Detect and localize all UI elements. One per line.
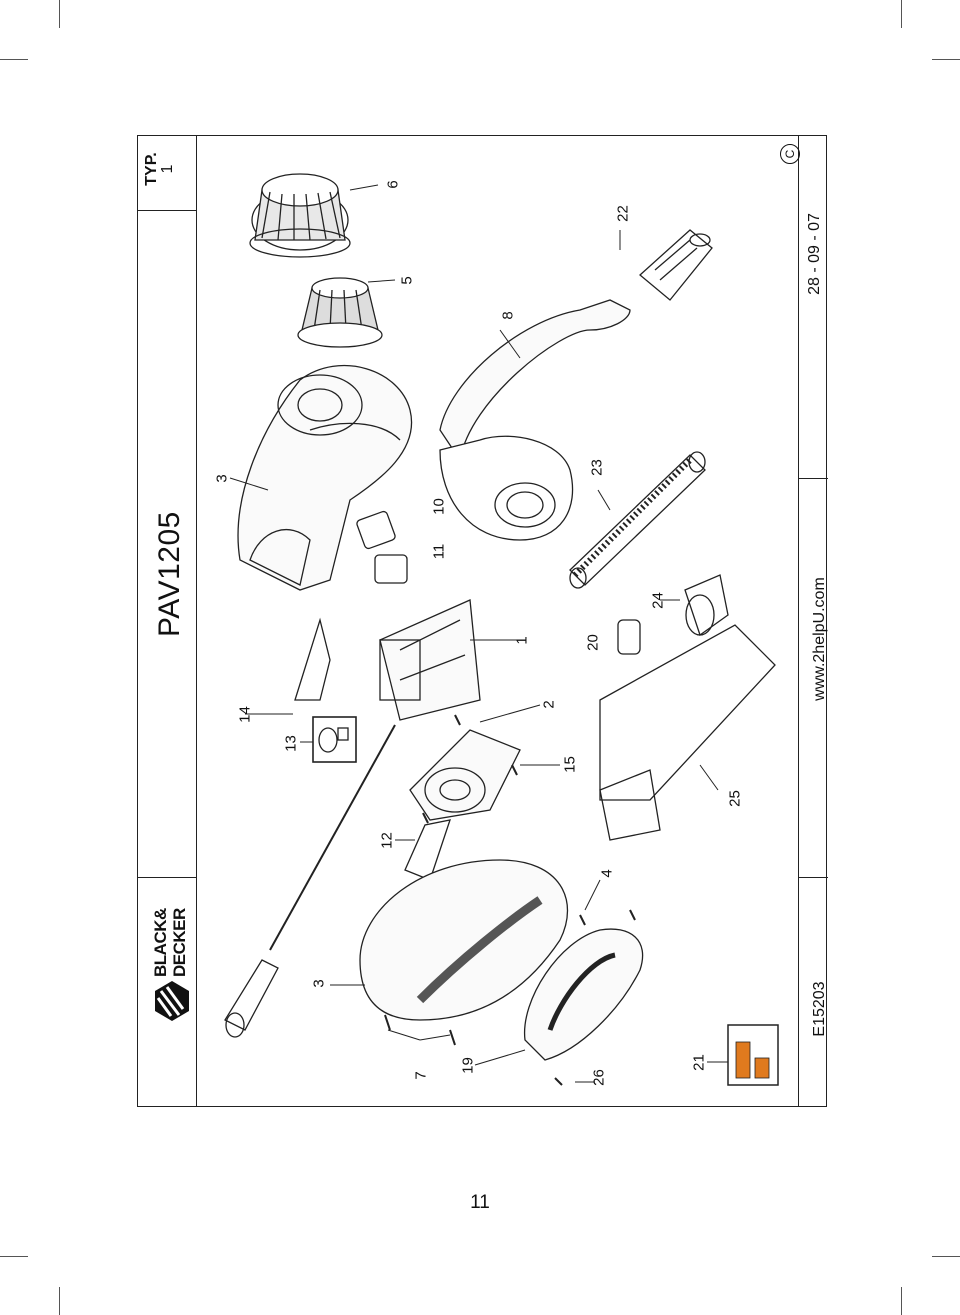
callout-23: 23 bbox=[588, 459, 606, 476]
callout-11: 11 bbox=[430, 543, 448, 560]
clip-20 bbox=[617, 619, 641, 655]
callout-26: 26 bbox=[590, 1069, 608, 1086]
brand-logo: BLACK& DECKER bbox=[127, 905, 217, 1025]
fan-housing bbox=[409, 729, 521, 821]
callout-leaders bbox=[229, 184, 728, 1083]
brush-tool bbox=[639, 229, 713, 301]
callout-24: 24 bbox=[649, 592, 667, 609]
callout-3b: 3 bbox=[310, 979, 328, 988]
crop-mark bbox=[0, 59, 28, 60]
switch-10 bbox=[356, 510, 396, 550]
callout-7: 6 bbox=[384, 180, 402, 189]
adapter-24 bbox=[684, 574, 729, 637]
flexible-hose bbox=[569, 451, 706, 589]
cover-plate bbox=[523, 928, 644, 1061]
crop-mark bbox=[0, 1256, 28, 1257]
pleated-filter-outer bbox=[249, 173, 351, 258]
main-housing bbox=[359, 859, 569, 1021]
callout-5: 14 bbox=[236, 706, 254, 723]
callout-1: 1 bbox=[513, 636, 531, 645]
seal-12 bbox=[404, 819, 451, 881]
storage-bag bbox=[599, 624, 776, 841]
callout-15: 15 bbox=[561, 756, 579, 773]
callout-19: 21 bbox=[690, 1054, 708, 1071]
screws bbox=[384, 714, 636, 1086]
callout-22: 22 bbox=[614, 205, 632, 222]
callout-25: 25 bbox=[726, 790, 744, 807]
callout-8: 8 bbox=[499, 311, 517, 320]
dust-bowl bbox=[237, 364, 413, 591]
crop-mark bbox=[901, 0, 902, 28]
callout-14: 7 bbox=[412, 1071, 430, 1080]
crevice-nozzle bbox=[439, 299, 631, 541]
callout-12: 12 bbox=[378, 832, 396, 849]
footer-cell-divider bbox=[798, 478, 828, 479]
callout-6: 5 bbox=[398, 276, 416, 285]
header-cell-divider bbox=[138, 210, 196, 211]
crop-mark bbox=[59, 0, 60, 28]
callout-10: 10 bbox=[430, 498, 448, 515]
callout-13: 4 bbox=[598, 869, 616, 878]
brand-hexagon-icon bbox=[155, 981, 189, 1021]
callout-4: 13 bbox=[282, 735, 300, 752]
pleated-filter-inner bbox=[297, 277, 383, 348]
callout-2: 2 bbox=[540, 700, 558, 709]
crop-mark bbox=[932, 59, 960, 60]
car-charger-cord bbox=[224, 724, 396, 1038]
page-number: 11 bbox=[470, 1192, 490, 1213]
crop-mark bbox=[932, 1256, 960, 1257]
callout-21: 19 bbox=[459, 1057, 477, 1074]
crop-mark bbox=[59, 1287, 60, 1315]
header-cell-divider bbox=[138, 877, 196, 878]
battery-cover bbox=[294, 617, 331, 701]
motor-assembly bbox=[379, 599, 481, 721]
callout-20: 20 bbox=[584, 634, 602, 651]
carton-box bbox=[727, 1024, 779, 1086]
connector-4 bbox=[312, 716, 357, 763]
carton-bars bbox=[735, 1041, 770, 1079]
crop-mark bbox=[901, 1287, 902, 1315]
callout-3: 3 bbox=[213, 474, 231, 483]
switch-11 bbox=[374, 554, 408, 584]
footer-cell-divider bbox=[798, 877, 828, 878]
footer-divider bbox=[798, 136, 799, 1106]
drawing-sheet bbox=[137, 135, 828, 1107]
header-divider bbox=[196, 136, 197, 1106]
